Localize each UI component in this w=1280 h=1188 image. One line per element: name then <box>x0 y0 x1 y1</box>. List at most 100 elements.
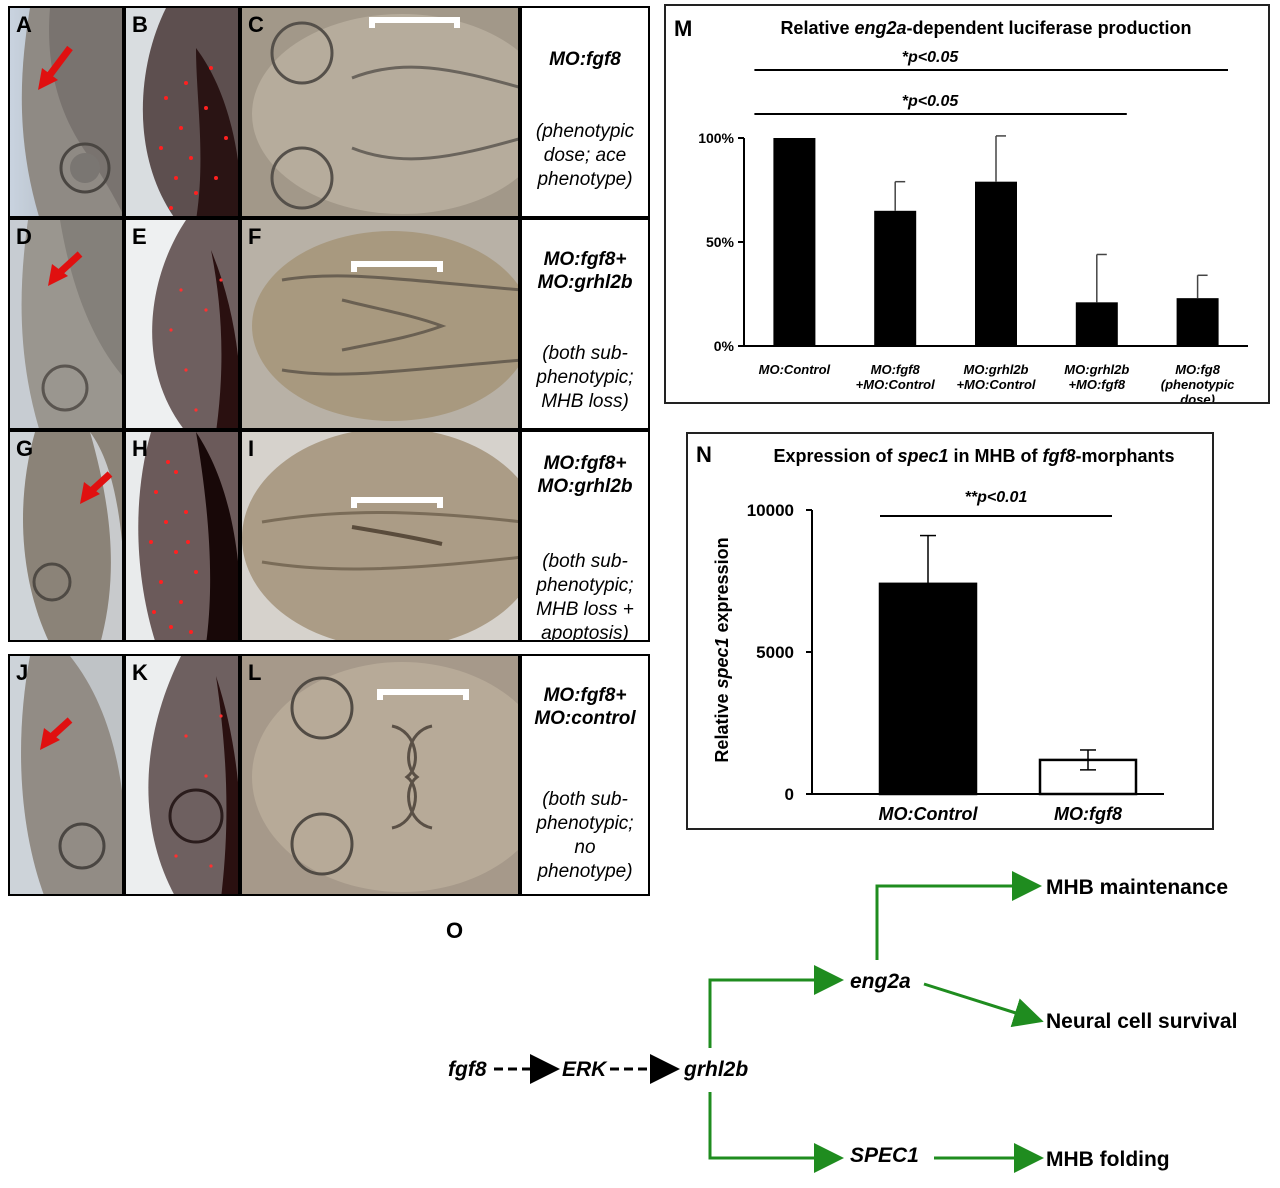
x-tick-label: dose) <box>1180 392 1215 402</box>
photo-row-4: J K <box>8 654 650 896</box>
photo-panel-c: C <box>240 6 520 218</box>
photo-panel-a: A <box>8 6 124 218</box>
condition-note: (phenotypic dose; ace phenotype) <box>535 121 635 190</box>
condition-title: MO:fgf8+ MO:grhl2b <box>537 249 633 293</box>
arrow-eng2a-mhb-maintenance <box>875 871 1042 960</box>
y-axis-label: Relative spec1 expression <box>712 537 732 762</box>
arrow-eng2a-neural-survival <box>923 982 1044 1028</box>
panel-label-a: A <box>16 12 32 37</box>
bar <box>1176 298 1219 346</box>
bar <box>874 210 917 346</box>
lateral-embryo-image <box>10 656 122 894</box>
bar <box>773 138 816 346</box>
x-tick-label: +MO:Control <box>856 377 935 392</box>
significance-label: **p<0.01 <box>965 489 1028 506</box>
node-neural-survival: Neural cell survival <box>1046 1010 1237 1033</box>
pathway-svg: O fgf8 ERK grhl2b eng2a SPEC1 MHB mainte… <box>446 871 1237 1173</box>
x-tick-label: +MO:fgf8 <box>1068 377 1125 392</box>
panel-label-d: D <box>16 224 32 249</box>
x-tick-label: MO:Control <box>759 362 831 377</box>
chart-m-panel: M Relative eng2a-dependent luciferase pr… <box>664 4 1270 407</box>
photo-panel-l: L <box>240 654 520 896</box>
dorsal-embryo-image <box>242 656 518 894</box>
panel-label-m: M <box>674 16 692 41</box>
photo-row-2: D E F <box>8 218 650 430</box>
lateral-embryo-image <box>10 220 122 428</box>
chart-title: Expression of spec1 in MHB of fgf8-morph… <box>773 446 1174 466</box>
node-eng2a: eng2a <box>850 970 911 993</box>
condition-note: (both sub- phenotypic; no phenotype) <box>536 789 634 882</box>
photo-panel-i: I <box>240 430 520 642</box>
panel-label-h: H <box>132 436 148 461</box>
fluorescence-image <box>126 432 238 640</box>
photo-panel-d: D <box>8 218 124 430</box>
y-tick-label: 0% <box>714 338 735 354</box>
dorsal-embryo-image <box>242 432 518 640</box>
bar <box>1075 302 1118 346</box>
chart-n-panel: N Expression of spec1 in MHB of fgf8-mor… <box>686 432 1214 830</box>
fluorescence-image <box>126 8 238 216</box>
photo-panel-f: F <box>240 218 520 430</box>
x-tick-label: MO:fg8 <box>1175 362 1221 377</box>
panel-label-o: O <box>446 918 463 943</box>
panel-label-j: J <box>16 660 29 685</box>
node-erk: ERK <box>562 1058 608 1081</box>
chart-title: Relative eng2a-dependent luciferase prod… <box>780 18 1191 38</box>
arrow-grhl2b-eng2a <box>708 965 844 1048</box>
panel-label-f: F <box>248 224 262 249</box>
panel-label-i: I <box>248 436 255 461</box>
y-tick-label: 0 <box>785 785 794 804</box>
microscopy-photo-grid: A B <box>0 0 660 900</box>
x-tick-label: (phenotypic <box>1161 377 1235 392</box>
photo-panel-b: B <box>124 6 240 218</box>
dorsal-embryo-image <box>242 8 518 216</box>
node-mhb-maintenance: MHB maintenance <box>1046 876 1228 899</box>
x-tick-label: MO:grhl2b <box>1064 362 1129 377</box>
panel-label-c: C <box>248 12 264 37</box>
photo-panel-k: K <box>124 654 240 896</box>
bar <box>878 582 978 796</box>
node-grhl2b: grhl2b <box>683 1058 748 1081</box>
condition-title: MO:fgf8+ MO:grhl2b <box>537 453 633 497</box>
condition-label-1: MO:fgf8 (phenotypic dose; ace phenotype) <box>520 6 650 218</box>
y-tick-label: 50% <box>706 234 735 250</box>
arrow-grhl2b-spec1 <box>708 1092 844 1173</box>
x-tick-label: MO:fgf8 <box>871 362 921 377</box>
panel-label-e: E <box>132 224 147 249</box>
photo-row-1: A B <box>8 6 650 218</box>
y-tick-label: 10000 <box>747 501 794 520</box>
x-tick-label: MO:Control <box>879 804 979 824</box>
panel-label-l: L <box>248 660 262 685</box>
condition-label-3: MO:fgf8+ MO:grhl2b (both sub- phenotypic… <box>520 430 650 642</box>
y-tick-label: 5000 <box>756 643 794 662</box>
panel-label-b: B <box>132 12 148 37</box>
spec1-bar-chart: N Expression of spec1 in MHB of fgf8-mor… <box>696 442 1175 824</box>
condition-label-4: MO:fgf8+ MO:control (both sub- phenotypi… <box>520 654 650 896</box>
photo-panel-g: G <box>8 430 124 642</box>
condition-label-2: MO:fgf8+ MO:grhl2b (both sub- phenotypic… <box>520 218 650 430</box>
x-tick-label: MO:fgf8 <box>1054 804 1122 824</box>
significance-label: *p<0.05 <box>902 49 960 66</box>
x-tick-label: MO:grhl2b <box>964 362 1029 377</box>
condition-note: (both sub- phenotypic; MHB loss) <box>536 343 634 412</box>
photo-panel-h: H <box>124 430 240 642</box>
condition-title: MO:fgf8+ MO:control <box>534 685 636 729</box>
bar <box>975 181 1017 346</box>
significance-label: *p<0.05 <box>902 93 960 110</box>
lateral-embryo-image <box>10 8 122 216</box>
y-tick-label: 100% <box>698 130 734 146</box>
condition-title: MO:fgf8 <box>549 49 621 70</box>
signaling-pathway-diagram: O fgf8 ERK grhl2b eng2a SPEC1 MHB mainte… <box>440 860 1280 1183</box>
fluorescence-image <box>126 656 238 894</box>
dorsal-embryo-image <box>242 220 518 428</box>
node-mhb-folding: MHB folding <box>1046 1148 1170 1171</box>
luciferase-bar-chart: M Relative eng2a-dependent luciferase pr… <box>674 16 1248 407</box>
node-fgf8: fgf8 <box>448 1058 487 1081</box>
x-tick-label: +MO:Control <box>956 377 1035 392</box>
photo-panel-e: E <box>124 218 240 430</box>
panel-label-g: G <box>16 436 34 461</box>
panel-label-n: N <box>696 442 712 467</box>
node-spec1: SPEC1 <box>850 1144 919 1167</box>
panel-label-k: K <box>132 660 148 685</box>
lateral-embryo-image <box>10 432 122 640</box>
